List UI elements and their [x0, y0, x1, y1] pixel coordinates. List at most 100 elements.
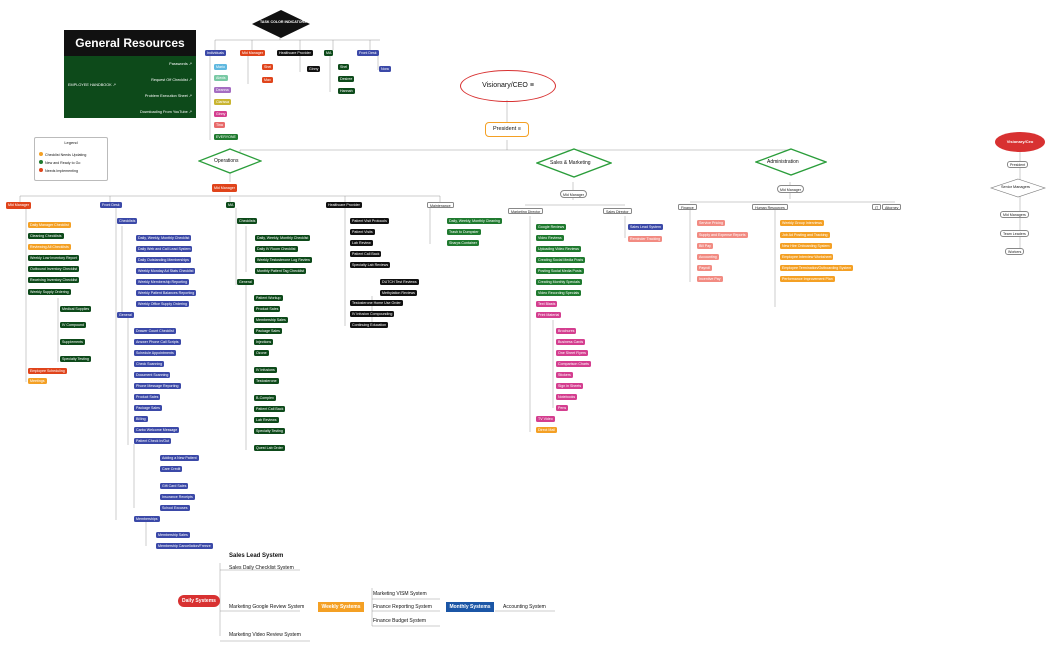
- hierarchy-ceo[interactable]: Visionary/Ceo: [995, 132, 1045, 152]
- fd-gen-10[interactable]: Patient Check In/Out: [134, 438, 172, 444]
- daily-item-1[interactable]: Marketing Google Review System: [229, 604, 305, 610]
- hr-item-1[interactable]: Job Ad Posting and Tracking: [780, 232, 830, 238]
- mkt-item-1[interactable]: Video Reviews: [536, 235, 564, 241]
- mkt-item-5[interactable]: Creating Monthly Specials: [536, 279, 582, 285]
- print-4[interactable]: Stickers: [556, 372, 573, 378]
- mm-employee-scheduling[interactable]: Employee Scheduling: [28, 368, 67, 374]
- ma-gen-0[interactable]: Patient Workup: [254, 295, 283, 301]
- hp-more-0[interactable]: Testosterone Home Use Order: [350, 300, 403, 306]
- fd-item-3[interactable]: Weekly Monday Ad Stats Checklist: [136, 268, 196, 274]
- print-7[interactable]: Pens: [556, 405, 569, 411]
- hp-more-1[interactable]: IV Infusion Compounding: [350, 311, 395, 317]
- mm-cleaning[interactable]: Cleaning Checklists: [28, 233, 64, 239]
- mkt-item-3[interactable]: Creating Social Media Posts: [536, 257, 586, 263]
- mkt-item-7[interactable]: Text Blasts: [536, 301, 558, 307]
- fd-checkin-4[interactable]: School Excuses: [160, 505, 190, 511]
- fd-gen-3[interactable]: Check Scanning: [134, 361, 165, 367]
- fin-item-4[interactable]: Payroll: [697, 265, 712, 271]
- healthcare-color-node[interactable]: Healthcare Provider: [277, 50, 313, 56]
- ma-gen-10[interactable]: Lab Reviews: [254, 417, 279, 423]
- fd-gen-2[interactable]: Schedule Appointments: [134, 350, 176, 356]
- hp-header[interactable]: Healthcare Provider: [326, 202, 362, 208]
- ma-gen-12[interactable]: Quest Lab Order: [254, 445, 285, 451]
- fd-checkin-1[interactable]: Care Credit: [160, 466, 183, 472]
- fd-memberships[interactable]: Memberships: [134, 516, 160, 522]
- mm-specialty-testing[interactable]: Specialty Testing: [60, 356, 91, 362]
- fd-mem-0[interactable]: Membership Sales: [156, 532, 190, 538]
- hierarchy-senior[interactable]: Senior Managers: [1001, 185, 1030, 189]
- monthly-item-0[interactable]: Accounting System: [503, 604, 546, 610]
- mid-manager-color-node[interactable]: Mid Manager: [240, 50, 265, 56]
- president-node[interactable]: President ≡: [485, 122, 529, 137]
- maint-item-2[interactable]: Sharps Container: [447, 240, 479, 246]
- hp-spec-1[interactable]: Methylation Reviews: [380, 290, 417, 296]
- ma-general[interactable]: General: [237, 279, 254, 285]
- ma-gen-11[interactable]: Specialty Testing: [254, 428, 285, 434]
- problem-execution-link[interactable]: Problem Execution Sheet: [145, 93, 192, 98]
- fd-checkin-2[interactable]: Gift Card Sales: [160, 483, 189, 489]
- ma-gen-6[interactable]: IV Infusions: [254, 367, 277, 373]
- fd-gen-0[interactable]: Drawer Count Checklist: [134, 328, 176, 334]
- mm-reviewing[interactable]: Reviewing All Checklists: [28, 244, 71, 250]
- print-1[interactable]: Business Cards: [556, 339, 586, 345]
- ma-header[interactable]: MA: [226, 202, 236, 208]
- ma-gen-3[interactable]: Package Sales: [254, 328, 282, 334]
- weekly-item-1[interactable]: Finance Reporting System: [373, 604, 432, 610]
- hr-item-4[interactable]: Employee Termination/Outboarding System: [780, 265, 854, 271]
- attorney-node[interactable]: Attorney: [882, 204, 902, 210]
- hr-node[interactable]: Human Resources: [752, 204, 788, 210]
- print-2[interactable]: One Sheet Flyers: [556, 350, 588, 356]
- ma-color-node[interactable]: MA: [324, 50, 334, 56]
- fd-mem-1[interactable]: Membership Cancellation/Freeze: [156, 543, 213, 549]
- fd-item-6[interactable]: Weekly Office Supply Ordering: [136, 301, 190, 307]
- mkt-item-8[interactable]: Print Material: [536, 312, 562, 318]
- hierarchy-president[interactable]: President: [1007, 161, 1029, 168]
- ma-gen-4[interactable]: Injections: [254, 339, 274, 345]
- daily-item-0[interactable]: Sales Daily Checklist System: [229, 565, 294, 571]
- fd-gen-5[interactable]: Phone Message Reporting: [134, 383, 181, 389]
- hp-item-2[interactable]: Lab Review: [350, 240, 373, 246]
- ma-gen-2[interactable]: Membership Sales: [254, 317, 288, 323]
- ma-item-0[interactable]: Daily, Weekly, Monthly Checklist: [255, 235, 311, 241]
- mm-receiving[interactable]: Receiving Inventory Checklist: [28, 277, 80, 283]
- hp-more-2[interactable]: Continuing Education: [350, 322, 389, 328]
- ma-item-1[interactable]: Daily IV Room Checklist: [255, 246, 298, 252]
- daily-systems-node[interactable]: Daily Systems: [178, 595, 220, 607]
- hp-item-3[interactable]: Patient Call Back: [350, 251, 382, 257]
- fd-item-5[interactable]: Weekly Patient Balances Reporting: [136, 290, 197, 296]
- fd-checklists[interactable]: Checklists: [117, 218, 138, 224]
- front-desk-color-node[interactable]: Front Desk: [357, 50, 379, 56]
- mkt-item-4[interactable]: Posting Social Media Posts: [536, 268, 584, 274]
- monthly-systems-node[interactable]: Monthly Systems: [446, 602, 494, 612]
- fin-item-2[interactable]: Bill Pay: [697, 243, 713, 249]
- mm-header[interactable]: Mid Manager: [6, 202, 31, 209]
- weekly-item-0[interactable]: Marketing VISM System: [373, 591, 427, 597]
- mm-iv-compound[interactable]: IV Compound: [60, 322, 86, 328]
- mkt-item-2[interactable]: Uploading Video Reviews: [536, 246, 581, 252]
- mm-weekly-supply[interactable]: Weekly Supply Ordering: [28, 289, 71, 295]
- maint-header[interactable]: Maintenance: [427, 202, 454, 208]
- fd-item-1[interactable]: Daily Web and Call Lead System: [136, 246, 193, 252]
- fd-gen-9[interactable]: Carbo Welcome Message: [134, 427, 180, 433]
- mm-supplements[interactable]: Supplements: [60, 339, 85, 345]
- sales-label[interactable]: Sales & Marketing: [550, 160, 591, 166]
- print-0[interactable]: Brochures: [556, 328, 577, 334]
- fd-checkin-3[interactable]: Insurance Receipts: [160, 494, 195, 500]
- fd-gen-6[interactable]: Product Sales: [134, 394, 161, 400]
- hierarchy-workers[interactable]: Workers: [1005, 248, 1025, 255]
- ma-checklists[interactable]: Checklists: [237, 218, 258, 224]
- weekly-systems-node[interactable]: Weekly Systems: [318, 602, 364, 612]
- hr-item-5[interactable]: Performance Improvement Plan: [780, 276, 835, 282]
- ma-item-2[interactable]: Weekly Testosterone Log Review: [255, 257, 313, 263]
- admin-label[interactable]: Administration: [767, 159, 799, 165]
- employee-handbook-link[interactable]: EMPLOYEE HANDBOOK: [68, 82, 116, 87]
- hp-item-1[interactable]: Patient Visits: [350, 229, 375, 235]
- print-6[interactable]: Notebooks: [556, 394, 578, 400]
- fin-item-0[interactable]: Service Pricing: [697, 220, 725, 226]
- individuals-node[interactable]: Individuals: [205, 50, 226, 56]
- mm-low-inventory[interactable]: Weekly Low Inventory Report: [28, 255, 79, 261]
- mm-meetings[interactable]: Meetings: [28, 378, 47, 384]
- mkt-direct-mail[interactable]: Direct Mail: [536, 427, 557, 433]
- reminder-tracking[interactable]: Reminder Tracking: [628, 236, 663, 242]
- ops-mid-manager-node[interactable]: Mid Manager: [212, 184, 237, 192]
